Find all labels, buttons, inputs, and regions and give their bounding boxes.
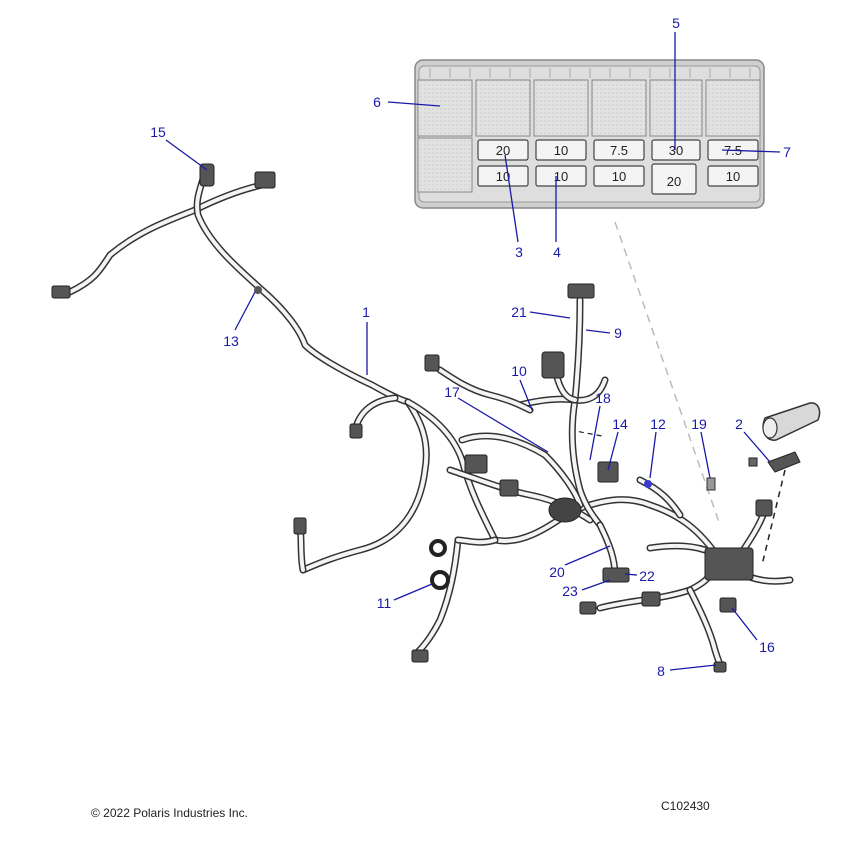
callout-label: 12 [650,416,666,432]
callout-label: 17 [444,384,460,400]
callout-label: 14 [612,416,628,432]
fuse-rating: 30 [669,143,683,158]
callout-label: 5 [672,15,680,31]
callout-label: 2 [735,416,743,432]
callout-label: 23 [562,583,578,599]
callout-leaders [165,32,781,671]
fuse-rating: 10 [496,169,510,184]
callout-label: 9 [614,325,622,341]
callout-label: 18 [595,390,611,406]
fuse-rating: 20 [496,143,510,158]
fuse-rating: 10 [554,169,568,184]
callout-label: 7 [783,144,791,160]
callout-label: 10 [511,363,527,379]
callout-label: 15 [150,124,166,140]
fastener-part [706,477,716,491]
callout-label: 6 [373,94,381,110]
fuse-box-inset: 20 10 7.5 30 7.5 10 10 10 20 10 [414,59,765,209]
callout-label: 19 [691,416,707,432]
fuse-rating: 7.5 [610,143,628,158]
fuse-rating: 10 [612,169,626,184]
callout-label: 21 [511,304,527,320]
callout-label: 16 [759,639,775,655]
callout-label: 22 [639,568,655,584]
drawing-number: C102430 [661,799,710,813]
fuse-rating: 20 [667,174,681,189]
callout-labels: 1 2 3 4 5 6 7 8 9 10 11 12 13 14 15 16 1… [150,15,791,679]
fuse-rating: 10 [554,143,568,158]
projection-line [761,469,786,566]
callout-label: 3 [515,244,523,260]
connectors [51,163,773,673]
main-wire-harness [66,168,794,672]
callout-label: 1 [362,304,370,320]
callout-label: 11 [377,595,392,611]
projection-line [569,429,603,437]
fuse-rating: 10 [726,169,740,184]
callout-label: 13 [223,333,239,349]
callout-label: 20 [549,564,565,580]
callout-label: 4 [553,244,561,260]
callout-label: 8 [657,663,665,679]
copyright-notice: © 2022 Polaris Industries Inc. [91,806,248,820]
relay-part [748,402,821,473]
projection-line [614,221,721,526]
